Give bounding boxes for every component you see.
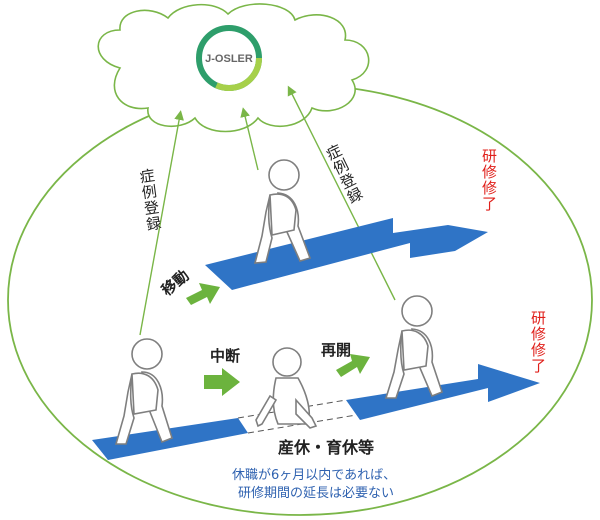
lower-path-after-resume <box>346 364 540 420</box>
green-arrow-icon <box>204 368 240 396</box>
training-complete-label-top: 研修修了 <box>480 148 498 212</box>
note-line-2: 研修期間の延長は必要ない <box>238 486 395 501</box>
walking-person-icon <box>114 338 173 445</box>
note-line-1: 休職が6ヶ月以内であれば、 <box>232 468 397 483</box>
upload-arrow-center <box>240 107 259 171</box>
walking-person-icon <box>384 295 443 399</box>
upper-training-path <box>205 218 488 290</box>
green-arrow-icon <box>186 283 220 305</box>
upload-arrow-left <box>139 110 184 336</box>
training-complete-label-bottom: 研修修了 <box>529 310 547 374</box>
resume-label: 再開 <box>321 341 352 359</box>
logo-text: J-OSLER <box>205 53 253 65</box>
j-osler-logo <box>196 25 262 91</box>
leave-label: 産休・育休等 <box>278 438 375 457</box>
walking-person-icon <box>253 159 312 264</box>
upload-arrow-right <box>287 85 396 301</box>
green-arrow-icon <box>336 354 370 377</box>
suspension-label: 中断 <box>210 347 241 365</box>
sitting-person-icon <box>255 347 318 429</box>
